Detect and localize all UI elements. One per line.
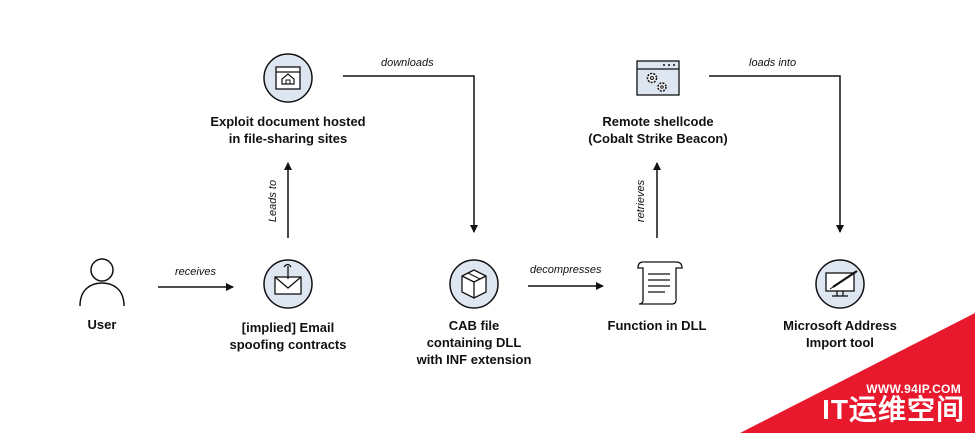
ms-tool-label: Microsoft Address Import tool — [783, 318, 897, 350]
watermark-triangle — [740, 313, 975, 433]
edge-label-loads-into: loads into — [749, 57, 797, 69]
exploit-doc-label: Exploit document hosted in file-sharing … — [210, 114, 366, 146]
email-icon — [263, 259, 313, 309]
cab-label: CAB file containing DLL with INF extensi… — [416, 318, 532, 367]
edge-label-receives: receives — [175, 266, 216, 278]
edge-label-decompresses: decompresses — [530, 264, 602, 276]
user-icon — [79, 258, 125, 307]
function-dll-label: Function in DLL — [607, 318, 707, 333]
browser-home-icon — [263, 53, 313, 103]
arrow-loads-into — [709, 75, 844, 233]
watermark-url: WWW.94IP.COM — [866, 382, 961, 396]
shellcode-label: Remote shellcode (Cobalt Strike Beacon) — [588, 114, 728, 146]
email-label: [implied] Email spoofing contracts — [229, 320, 347, 352]
scroll-icon — [637, 261, 683, 305]
watermark-brand: IT运维空间 — [822, 394, 965, 425]
edge-label-retrieves: retrieves — [635, 179, 647, 223]
arrow-downloads — [343, 75, 478, 233]
box-icon — [449, 259, 499, 309]
edge-label-downloads: downloads — [381, 57, 434, 69]
edge-label-leads-to: Leads to — [267, 179, 279, 223]
user-label: User — [87, 317, 117, 332]
monitor-syringe-icon — [815, 259, 865, 309]
settings-window-icon — [636, 60, 680, 96]
